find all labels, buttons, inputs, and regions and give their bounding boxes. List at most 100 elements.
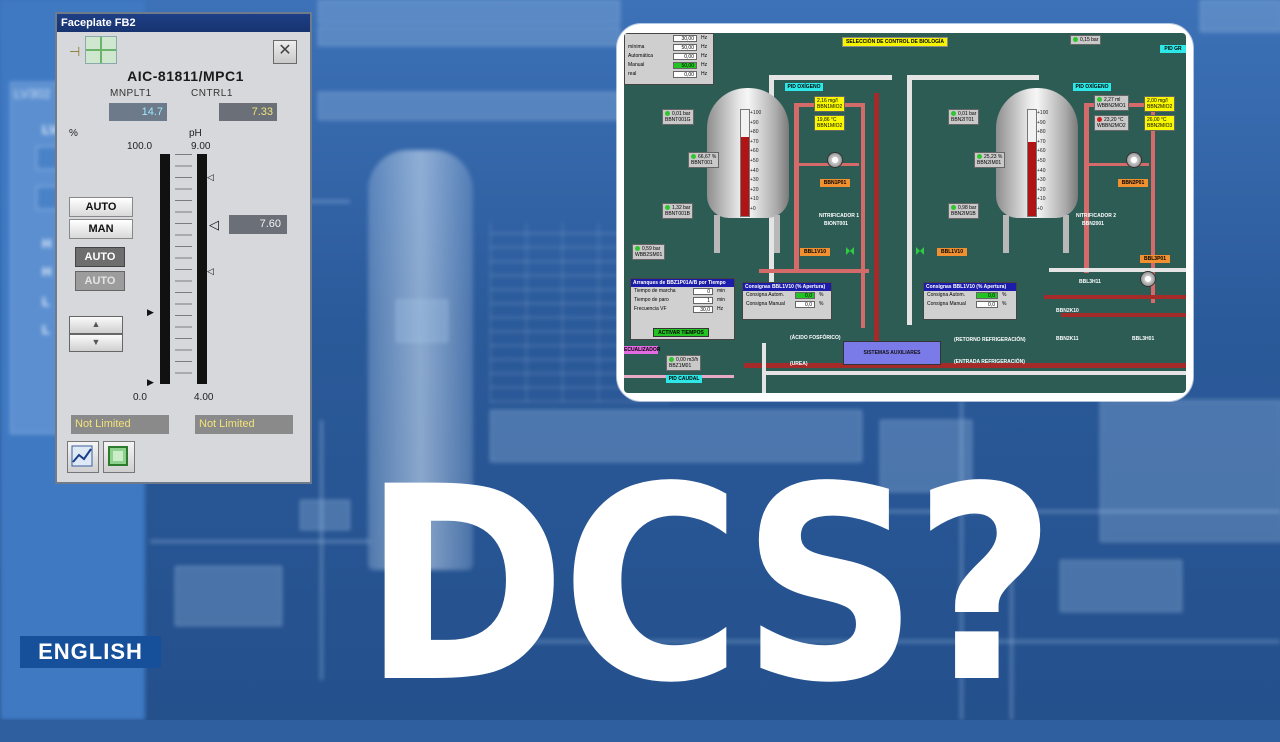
right-pump-tag[interactable]: BBL3P01 xyxy=(1140,255,1170,263)
scale-tick: +100 xyxy=(750,110,762,116)
mv-label: MNPLT1 xyxy=(110,88,152,99)
background-pipe xyxy=(880,510,1280,513)
trend-icon[interactable] xyxy=(67,441,99,473)
nitrifier-1-valve-icon[interactable] xyxy=(846,247,854,255)
mv-limit-status: Not Limited xyxy=(71,415,169,434)
status-led xyxy=(635,246,640,252)
auto-mode-button[interactable]: AUTO xyxy=(69,197,133,217)
pipe xyxy=(907,75,912,325)
top-right-instrument[interactable]: 0,15 bar xyxy=(1070,35,1102,45)
background-block xyxy=(396,300,448,342)
background-row xyxy=(318,92,620,120)
scale-tick: +30 xyxy=(750,177,759,184)
nitrifier-1-mid-instrument[interactable]: 66,67 %BBNT001 xyxy=(688,152,720,168)
nitrifier-2-valve-icon[interactable] xyxy=(916,247,924,255)
grid-icon[interactable] xyxy=(85,36,117,64)
pid-oxygen-2-button[interactable]: PID OXÍGENO xyxy=(1073,83,1111,91)
row-value[interactable]: 50,00 xyxy=(673,62,697,69)
nitrifier-2-mid-instrument[interactable]: 25,23 %BBN2IM01 xyxy=(974,152,1006,168)
activate-times-button[interactable]: ACTIVAR TIEMPOS xyxy=(653,328,709,337)
nitrifier-2-pump-tag[interactable]: BBN2P01 xyxy=(1118,179,1148,187)
pv-limit-status: Not Limited xyxy=(195,415,293,434)
decrease-button[interactable]: ▼ xyxy=(69,334,123,352)
pipe xyxy=(769,75,892,80)
instrument-tag: WBB2SM01 xyxy=(635,252,663,258)
nitrifier-1-pump-icon[interactable] xyxy=(827,152,843,168)
scale-ticks xyxy=(175,154,192,384)
row-value[interactable]: 0,0 xyxy=(976,292,998,299)
nitrifier-2-level-gauge xyxy=(1027,109,1037,217)
mv-bargraph xyxy=(160,154,170,384)
row-unit: Hz xyxy=(701,44,708,50)
faceplate-title[interactable]: Faceplate FB2 xyxy=(57,14,310,32)
background-toolbar xyxy=(318,26,620,46)
high-alarm-marker-icon: ◁ xyxy=(207,172,214,182)
pin-icon[interactable]: ⊣ xyxy=(69,44,81,59)
pipe xyxy=(1061,313,1186,317)
right-pump-icon[interactable] xyxy=(1140,271,1156,287)
row-label: mínima xyxy=(628,44,645,50)
detail-icon[interactable] xyxy=(103,441,135,473)
faceplate-window: Faceplate FB2 ⊣ ✕ AIC-81811/MPC1 MNPLT1 … xyxy=(55,12,312,484)
row-value[interactable]: 0 xyxy=(693,288,713,295)
instrument-tag: BBN2IM1B xyxy=(951,211,976,217)
vessel-leg xyxy=(774,215,780,253)
row-value[interactable]: 0,0 xyxy=(976,301,998,308)
mv-low-pointer-icon: ▶ xyxy=(147,377,154,387)
nitrifier-1-valve-tag[interactable]: BBL1V10 xyxy=(800,248,830,256)
instrument-tag: WBBN2MO1 xyxy=(1097,103,1126,109)
row-value: 0,00 xyxy=(673,71,697,78)
row-label: Automática xyxy=(628,53,654,59)
increase-button[interactable]: ▲ xyxy=(69,316,123,334)
nitrifier-2-pump-icon[interactable] xyxy=(1126,152,1142,168)
row-unit: Hz xyxy=(701,71,708,77)
nitrifier-2-valve-tag[interactable]: BBL1V10 xyxy=(937,248,967,256)
row-label: Tiempo de marcha xyxy=(634,288,676,294)
background-letter-h: H xyxy=(42,236,52,251)
row-unit: Hz xyxy=(701,53,708,59)
row-value[interactable]: 30,0 xyxy=(693,306,713,313)
row-label: Consigna Autom. xyxy=(746,292,785,298)
urea-label: (UREA) xyxy=(790,361,808,367)
instrument-value: 66,67 % xyxy=(698,154,717,160)
nitrifier-1-scale: +100+90+80+70+60+50+40+30+20+10+0 xyxy=(750,109,761,215)
setpoint-value[interactable]: 7.60 xyxy=(229,215,287,234)
nitrifier-1-pump-tag[interactable]: BBN1P01 xyxy=(820,179,850,187)
auxiliary-systems-button[interactable]: SISTEMAS AUXILIARES xyxy=(843,341,941,365)
instrument-value: 0,00 m3/h xyxy=(676,357,699,363)
manual-mode-button[interactable]: MAN xyxy=(69,219,133,239)
instrument-tag: BBZ1M01 xyxy=(669,363,692,369)
row-value[interactable]: 1 xyxy=(693,297,713,304)
pid-top-right-button[interactable]: PID GR xyxy=(1160,45,1186,53)
pid-flow-button[interactable]: PID CAUDAL xyxy=(666,375,702,383)
row-label: Frecuencia VF xyxy=(634,306,667,312)
close-icon[interactable]: ✕ xyxy=(273,40,297,64)
row-value[interactable]: 0,0 xyxy=(795,301,815,308)
scale-tick: +60 xyxy=(1037,148,1046,155)
biology-control-selector[interactable]: SELECCIÓN DE CONTROL DE BIOLOGÍA xyxy=(842,37,948,47)
auto-disabled-button[interactable]: AUTO xyxy=(75,271,125,291)
equalizer-button[interactable]: ECUALIZADOR xyxy=(624,346,661,354)
auto-status-button[interactable]: AUTO xyxy=(75,247,125,267)
status-led xyxy=(691,154,696,160)
background-block xyxy=(300,500,350,530)
row-value[interactable]: 0,0 xyxy=(795,292,815,299)
pid-oxygen-1-button[interactable]: PID OXÍGENO xyxy=(785,83,823,91)
right-tag-4: BBL3H01 xyxy=(1132,336,1155,342)
pipe xyxy=(762,343,766,393)
setpoint-pointer-icon[interactable]: ◁ xyxy=(209,217,219,232)
